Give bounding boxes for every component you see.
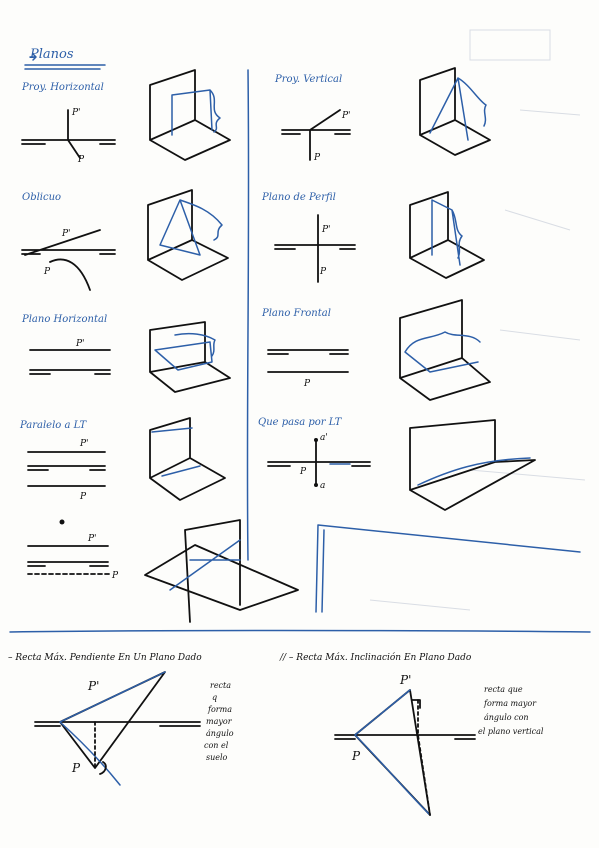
section-proy-horizontal: Proy. Horizontal P' P: [21, 69, 231, 165]
svg-text:a': a': [320, 433, 328, 443]
svg-text:P: P: [79, 492, 87, 502]
svg-text:P': P': [321, 225, 331, 235]
bottom-left-title: – Recta Máx. Pendiente En Un Plano Dado: [8, 652, 202, 663]
bottom-divider: [9, 629, 591, 633]
svg-text:P: P: [71, 761, 81, 775]
section-oblicuo: Oblicuo P' P: [21, 189, 229, 291]
svg-text:P': P': [87, 679, 99, 693]
section-plano-frontal: Plano Frontal P: [261, 299, 491, 401]
svg-text:P: P: [77, 155, 85, 165]
section-title: Paralelo a LT: [19, 420, 87, 431]
svg-text:P': P': [341, 111, 351, 121]
section-title: Plano Horizontal: [21, 314, 107, 325]
svg-text:con el: con el: [204, 741, 229, 750]
svg-text:P: P: [43, 267, 51, 277]
section-title: Proy. Vertical: [274, 74, 342, 85]
svg-text:recta: recta: [210, 681, 231, 690]
section-pasa-lt: Que pasa por LT a' a P: [258, 417, 536, 511]
svg-text:P: P: [111, 571, 119, 581]
bleed-through: [369, 29, 586, 611]
section-title: Oblicuo: [22, 192, 61, 203]
title-block: Planos: [24, 47, 106, 70]
svg-text:P: P: [313, 153, 321, 163]
bottom-section: – Recta Máx. Pendiente En Un Plano Dado …: [8, 652, 544, 816]
page-title: Planos: [29, 47, 74, 62]
svg-text:el plano vertical: el plano vertical: [478, 727, 544, 736]
bottom-right-title: // – Recta Máx. Inclinación En Plano Dad…: [279, 652, 472, 663]
svg-text:P': P': [79, 439, 89, 449]
svg-text:P': P': [71, 108, 81, 118]
column-divider: [246, 69, 250, 561]
svg-text:ángulo: ángulo: [206, 729, 234, 738]
svg-text:recta que: recta que: [484, 685, 523, 694]
svg-text:q: q: [212, 693, 217, 702]
left-note: recta q forma mayor ángulo con el suelo: [204, 681, 234, 762]
section-title: Que pasa por LT: [258, 417, 343, 428]
blue-bracket: [315, 524, 581, 613]
section-title: Plano Frontal: [261, 308, 331, 319]
svg-text:P': P': [87, 534, 97, 544]
svg-text:ángulo con: ángulo con: [484, 713, 529, 722]
svg-text:P: P: [351, 749, 361, 763]
svg-text:P': P': [399, 673, 411, 687]
section-plano-perfil: Plano de Perfil P' P: [261, 191, 485, 283]
section-title: Plano de Perfil: [261, 192, 336, 203]
svg-text:a: a: [320, 481, 325, 491]
svg-text:P: P: [319, 267, 327, 277]
section-plano-horizontal: Plano Horizontal P': [21, 314, 231, 393]
svg-text:suelo: suelo: [206, 753, 228, 762]
svg-text:forma mayor: forma mayor: [483, 699, 537, 708]
section-paralelo-lt: Paralelo a LT P' P: [19, 417, 226, 502]
svg-text:mayor: mayor: [206, 717, 233, 726]
svg-text:P': P': [75, 339, 85, 349]
section-extra: P' P: [27, 519, 299, 623]
right-note: recta que forma mayor ángulo con el plan…: [478, 685, 544, 736]
svg-text:P: P: [303, 379, 311, 389]
svg-text:P': P': [61, 229, 71, 239]
svg-text:forma: forma: [207, 705, 232, 714]
section-proy-vertical: Proy. Vertical P' P: [274, 67, 491, 163]
section-title: Proy. Horizontal: [21, 82, 104, 93]
svg-text:P: P: [299, 467, 307, 477]
